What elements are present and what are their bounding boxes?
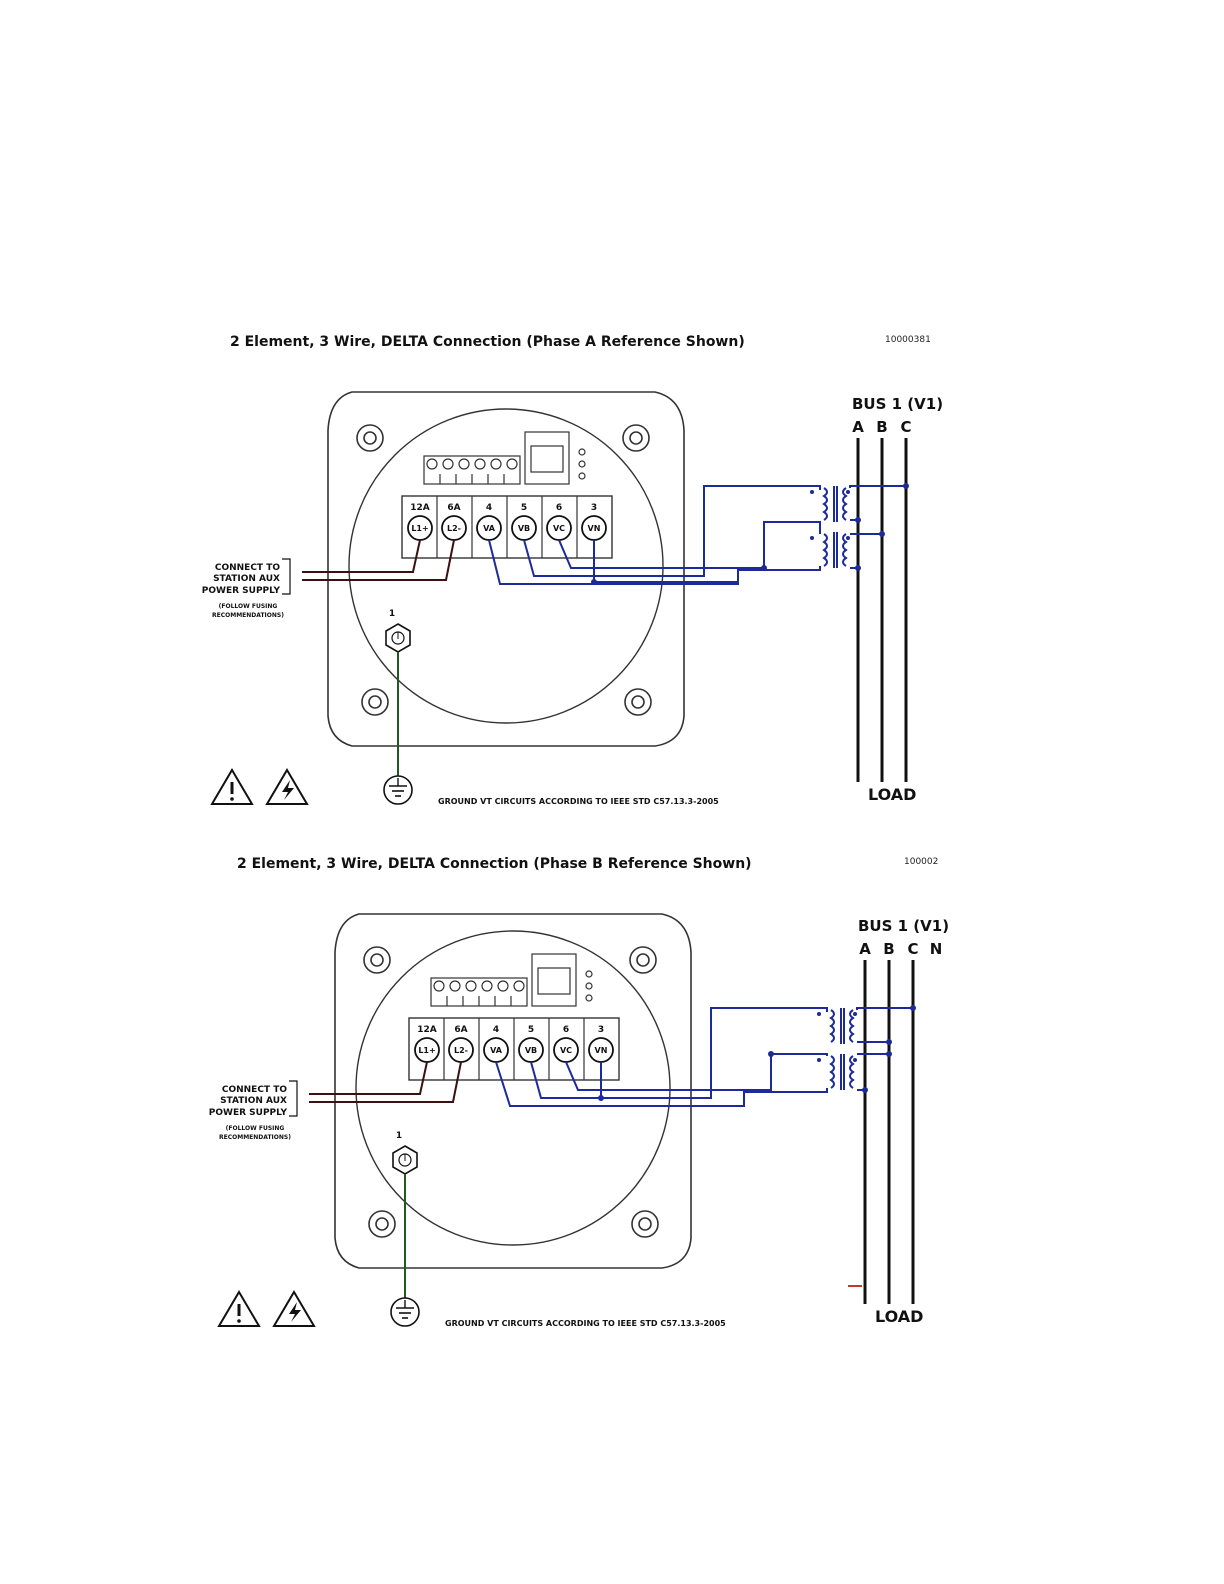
relay-faceplate (334, 913, 692, 1269)
diagram-title: 2 Element, 3 Wire, DELTA Connection (Pha… (237, 856, 752, 872)
terminal-va: 4 VA (476, 503, 502, 541)
svg-text:POWER SUPPLY: POWER SUPPLY (202, 586, 281, 596)
terminal-l1: 12A L1+ (414, 1025, 440, 1063)
bus-phase-label: C (907, 940, 918, 958)
mounting-screw (356, 424, 652, 716)
wiring-diagram-svg: 2 Element, 3 Wire, DELTA Connection (Pha… (202, 334, 943, 806)
bus-phase-label: N (930, 940, 943, 958)
bus-conductors (863, 960, 915, 1304)
terminal-l2: 6A L2- (448, 1025, 474, 1063)
voltage-transformers (829, 1008, 855, 1090)
ground-terminal-number: 1 (396, 1131, 402, 1141)
svg-text:RECOMMENDATIONS): RECOMMENDATIONS) (219, 1134, 291, 1141)
ground-lug (385, 623, 411, 653)
svg-text:POWER SUPPLY: POWER SUPPLY (209, 1108, 288, 1118)
electric-shock-warning-icon (272, 1290, 316, 1327)
io-terminal-strip (423, 455, 521, 485)
svg-text:CONNECT TO: CONNECT TO (215, 563, 280, 573)
relay-bezel (348, 408, 664, 724)
voltage-transformers (822, 486, 848, 568)
bus-phase-label: B (876, 418, 887, 436)
bus-phase-label: C (900, 418, 911, 436)
terminal-vb: 5 VB (518, 1025, 544, 1063)
diagram-title: 2 Element, 3 Wire, DELTA Connection (Pha… (230, 334, 745, 350)
terminal-name: VB (518, 524, 530, 533)
relay-bezel (355, 930, 671, 1246)
terminal-number: 4 (486, 503, 492, 513)
bus-phase-label: A (852, 418, 864, 436)
caution-warning-icon (217, 1290, 261, 1327)
svg-text:(FOLLOW FUSING: (FOLLOW FUSING (226, 1125, 285, 1132)
vt-wiring (495, 1007, 913, 1107)
terminal-name: VA (490, 1046, 503, 1055)
terminal-name: VC (553, 524, 565, 533)
power-supply-note: CONNECT TO STATION AUX POWER SUPPLY (FOL… (209, 1080, 298, 1141)
terminal-number: 6 (563, 1025, 569, 1035)
power-supply-wires (302, 539, 455, 581)
terminal-number: 12A (410, 503, 430, 513)
svg-text:STATION AUX: STATION AUX (213, 574, 280, 584)
terminal-name: L2- (454, 1046, 468, 1055)
terminal-l1: 12A L1+ (407, 503, 433, 541)
terminal-number: 6 (556, 503, 562, 513)
terminal-block (401, 495, 613, 559)
wiring-diagram-svg: 2 Element, 3 Wire, DELTA Connection (Pha… (209, 856, 949, 1328)
terminal-name: L1+ (418, 1046, 435, 1055)
terminal-number: 6A (447, 503, 460, 513)
terminal-name: VN (595, 1046, 608, 1055)
terminal-number: 4 (493, 1025, 499, 1035)
connection-dots (598, 1005, 916, 1101)
ground-symbol-icon (390, 1297, 420, 1327)
caution-warning-icon (210, 768, 254, 805)
wiring-diagram-phase-a: 2 Element, 3 Wire, DELTA Connection (Pha… (0, 320, 1224, 840)
mounting-screw (363, 946, 659, 1238)
terminal-name: VC (560, 1046, 572, 1055)
svg-text:CONNECT TO: CONNECT TO (222, 1085, 287, 1095)
drawing-code: 100002 (904, 857, 938, 867)
bus-phase-label: A (859, 940, 871, 958)
ground-lug (392, 1145, 418, 1175)
terminal-name: VA (483, 524, 496, 533)
terminal-name: VB (525, 1046, 537, 1055)
terminal-vb: 5 VB (511, 503, 537, 541)
ground-terminal-number: 1 (389, 609, 395, 619)
ground-note: GROUND VT CIRCUITS ACCORDING TO IEEE STD… (445, 1319, 726, 1328)
drawing-code: 10000381 (885, 335, 931, 345)
terminal-number: 3 (591, 503, 597, 513)
ground-note: GROUND VT CIRCUITS ACCORDING TO IEEE STD… (438, 797, 719, 806)
terminal-block (408, 1017, 620, 1081)
power-supply-wires (309, 1061, 462, 1103)
connection-dots (591, 483, 909, 585)
io-terminal-strip (430, 977, 528, 1007)
terminal-vc: 6 VC (546, 503, 572, 541)
load-label: LOAD (875, 1307, 923, 1326)
electric-shock-warning-icon (265, 768, 309, 805)
terminal-vn: 3 VN (588, 1025, 614, 1063)
terminal-number: 12A (417, 1025, 437, 1035)
relay-faceplate (327, 391, 685, 747)
bus-label: BUS 1 (V1) (852, 395, 943, 413)
bus-conductors (856, 438, 908, 782)
terminal-number: 5 (521, 503, 527, 513)
wiring-diagram-phase-b: 2 Element, 3 Wire, DELTA Connection (Pha… (0, 842, 1224, 1362)
terminal-number: 3 (598, 1025, 604, 1035)
ground-symbol-icon (383, 775, 413, 805)
bus-phase-label: B (883, 940, 894, 958)
svg-text:STATION AUX: STATION AUX (220, 1096, 287, 1106)
svg-text:(FOLLOW FUSING: (FOLLOW FUSING (219, 603, 278, 610)
ethernet-port (531, 953, 593, 1007)
svg-text:RECOMMENDATIONS): RECOMMENDATIONS) (212, 612, 284, 619)
terminal-vn: 3 VN (581, 503, 607, 541)
ethernet-port (524, 431, 586, 485)
terminal-name: L1+ (411, 524, 428, 533)
power-supply-note: CONNECT TO STATION AUX POWER SUPPLY (FOL… (202, 558, 291, 619)
terminal-number: 5 (528, 1025, 534, 1035)
terminal-name: VN (588, 524, 601, 533)
vt-wiring (488, 485, 906, 585)
terminal-number: 6A (454, 1025, 467, 1035)
load-label: LOAD (868, 785, 916, 804)
bus-label: BUS 1 (V1) (858, 917, 949, 935)
terminal-name: L2- (447, 524, 461, 533)
